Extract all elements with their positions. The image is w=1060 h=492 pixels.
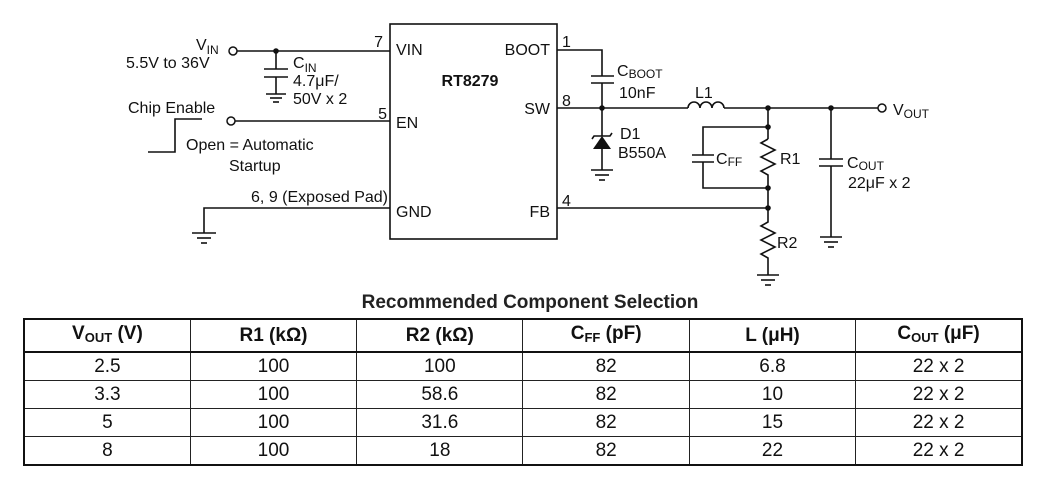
en-net bbox=[148, 116, 390, 153]
pin-label-gnd: GND bbox=[396, 204, 432, 221]
table-title: Recommended Component Selection bbox=[361, 292, 699, 313]
l1-label: L1 bbox=[695, 85, 713, 102]
gnd-net bbox=[192, 207, 390, 244]
header-r2: R2 (kΩ) bbox=[356, 318, 524, 353]
cboot-value: 10nF bbox=[619, 85, 656, 102]
pin-label-vin: VIN bbox=[396, 42, 423, 59]
cell-cout: 22 x 2 bbox=[855, 351, 1023, 381]
cell-cout: 22 x 2 bbox=[855, 408, 1023, 437]
cout-label: COUT bbox=[847, 155, 885, 173]
d1-value: B550A bbox=[618, 145, 666, 162]
cell-r2: 58.6 bbox=[356, 380, 524, 409]
pin-num-vin: 7 bbox=[374, 34, 383, 51]
output-net bbox=[557, 101, 887, 286]
vin-range: 5.5V to 36V bbox=[126, 55, 210, 72]
cell-l: 15 bbox=[688, 408, 857, 437]
cell-r1: 100 bbox=[189, 380, 358, 409]
cell-r1: 100 bbox=[189, 436, 358, 466]
chip-enable-note-1: Open = Automatic bbox=[186, 137, 314, 154]
header-r1: R1 (kΩ) bbox=[189, 318, 358, 353]
circuit-schematic: RT8279 VIN EN GND BOOT SW FB 7 5 6, 9 (E… bbox=[126, 23, 930, 286]
pin-label-sw: SW bbox=[524, 101, 551, 118]
pin-num-gnd: 6, 9 (Exposed Pad) bbox=[251, 189, 388, 206]
pin-label-boot: BOOT bbox=[505, 42, 551, 59]
component-selection-table: VOUT (V) R1 (kΩ) R2 (kΩ) CFF (pF) L (μH)… bbox=[23, 318, 1023, 466]
r2-label: R2 bbox=[777, 235, 798, 252]
ic-name: RT8279 bbox=[442, 73, 499, 90]
pin-num-en: 5 bbox=[378, 106, 387, 123]
table-row: 3.3 100 58.6 82 10 22 x 2 bbox=[23, 380, 1023, 409]
en-terminal bbox=[226, 116, 236, 126]
cell-r2: 31.6 bbox=[356, 408, 524, 437]
cell-cff: 82 bbox=[522, 351, 690, 381]
vout-terminal bbox=[877, 103, 887, 113]
vout-label: VOUT bbox=[893, 102, 930, 121]
d1-label: D1 bbox=[620, 126, 641, 143]
inductor-icon bbox=[687, 101, 725, 109]
table-row: 2.5 100 100 82 6.8 22 x 2 bbox=[23, 351, 1023, 381]
cin-value-1: 4.7μF/ bbox=[293, 73, 339, 90]
vin-terminal bbox=[228, 46, 238, 56]
header-vout: VOUT (V) bbox=[23, 318, 191, 353]
pin-num-fb: 4 bbox=[562, 193, 571, 210]
vin-net bbox=[228, 46, 390, 103]
schottky-diode-icon bbox=[593, 136, 611, 149]
cell-l: 6.8 bbox=[688, 351, 857, 381]
ic-body bbox=[389, 23, 558, 240]
table-header-row: VOUT (V) R1 (kΩ) R2 (kΩ) CFF (pF) L (μH)… bbox=[23, 318, 1023, 353]
cin-value-2: 50V x 2 bbox=[293, 91, 347, 108]
cell-cff: 82 bbox=[522, 380, 690, 409]
cell-vout: 2.5 bbox=[23, 351, 191, 381]
chip-enable-label: Chip Enable bbox=[128, 100, 215, 117]
cin-label: CIN bbox=[293, 55, 317, 75]
boot-sw-net bbox=[557, 49, 688, 181]
r2-resistor-icon bbox=[759, 208, 777, 275]
header-l: L (μH) bbox=[688, 318, 857, 353]
table-row: 5 100 31.6 82 15 22 x 2 bbox=[23, 408, 1023, 437]
pin-num-sw: 8 bbox=[562, 93, 571, 110]
pin-label-en: EN bbox=[396, 115, 418, 132]
cell-vout: 8 bbox=[23, 436, 191, 466]
cell-r2: 18 bbox=[356, 436, 524, 466]
cout-value: 22μF x 2 bbox=[848, 175, 911, 192]
r1-resistor-icon bbox=[759, 138, 777, 208]
cell-cout: 22 x 2 bbox=[855, 436, 1023, 466]
cell-r2: 100 bbox=[356, 351, 524, 381]
r1-label: R1 bbox=[780, 151, 801, 168]
chip-enable-note-2: Startup bbox=[229, 158, 281, 175]
pin-label-fb: FB bbox=[530, 204, 550, 221]
cff-label: CFF bbox=[716, 151, 742, 169]
cell-cout: 22 x 2 bbox=[855, 380, 1023, 409]
cell-vout: 3.3 bbox=[23, 380, 191, 409]
cell-cff: 82 bbox=[522, 436, 690, 466]
cboot-label: CBOOT bbox=[617, 63, 663, 81]
enable-switch bbox=[148, 118, 202, 153]
cell-r1: 100 bbox=[189, 351, 358, 381]
cell-vout: 5 bbox=[23, 408, 191, 437]
table-row: 8 100 18 82 22 22 x 2 bbox=[23, 436, 1023, 466]
pin-num-boot: 1 bbox=[562, 34, 571, 51]
header-cff: CFF (pF) bbox=[522, 318, 690, 353]
header-cout: COUT (μF) bbox=[855, 318, 1023, 353]
cell-r1: 100 bbox=[189, 408, 358, 437]
cell-l: 22 bbox=[688, 436, 857, 466]
vin-label: VIN bbox=[196, 37, 219, 57]
cell-cff: 82 bbox=[522, 408, 690, 437]
cell-l: 10 bbox=[688, 380, 857, 409]
